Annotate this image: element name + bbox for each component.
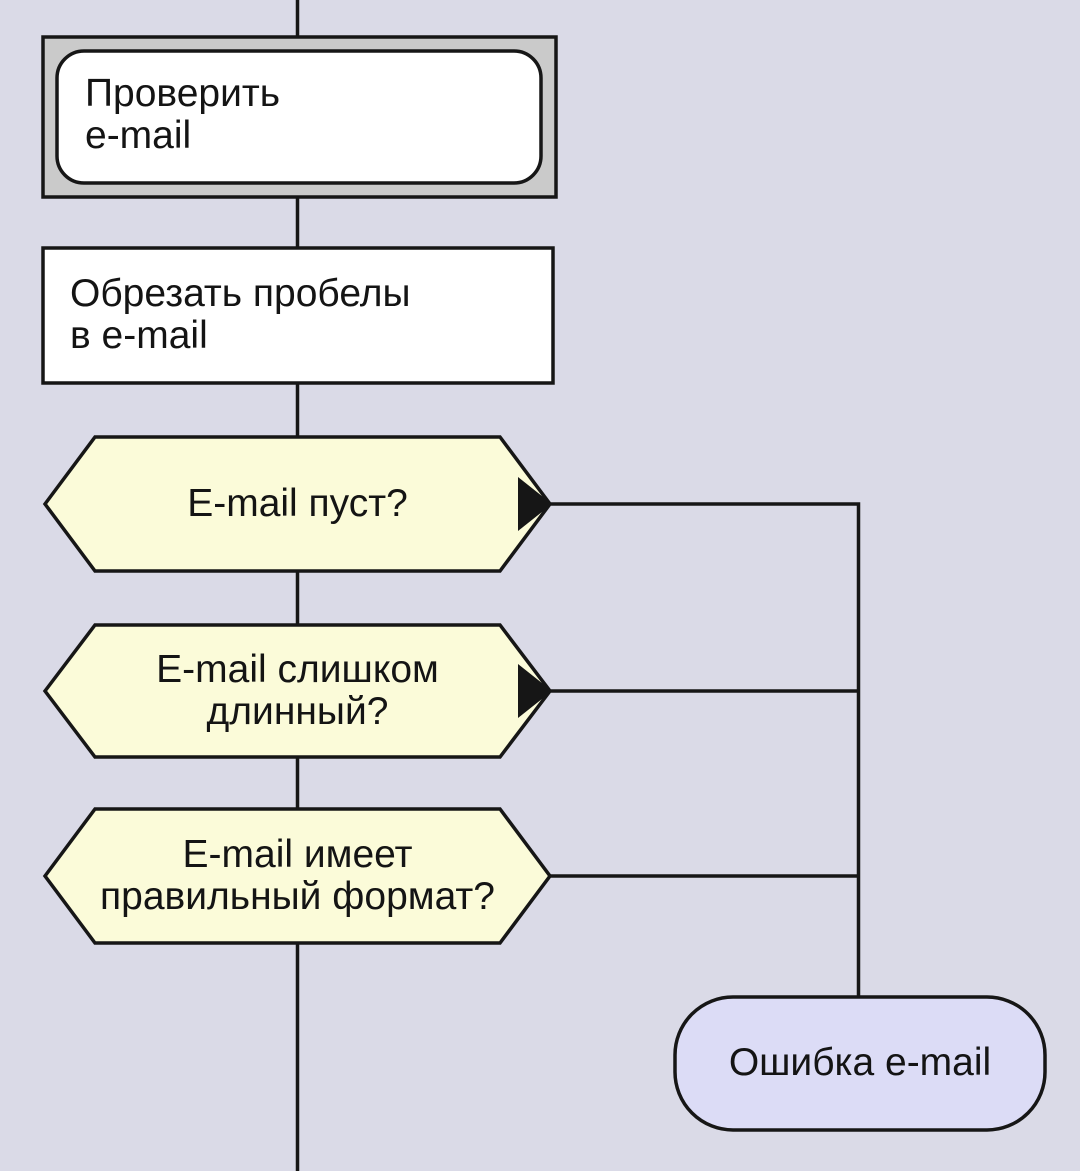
- question-empty-node-shape[interactable]: [42, 435, 553, 573]
- question-empty-yes-arrow-icon: [518, 477, 552, 531]
- error-address-node-shape[interactable]: [673, 995, 1047, 1132]
- begin-node-shape[interactable]: [55, 49, 543, 185]
- action-trim-node-shape[interactable]: [41, 246, 555, 385]
- question-too-long-yes-arrow-icon: [518, 664, 552, 718]
- question-format-node-shape[interactable]: [42, 807, 553, 945]
- branch-empty-connector: [551, 502, 861, 998]
- question-too-long-node-shape[interactable]: [42, 623, 553, 759]
